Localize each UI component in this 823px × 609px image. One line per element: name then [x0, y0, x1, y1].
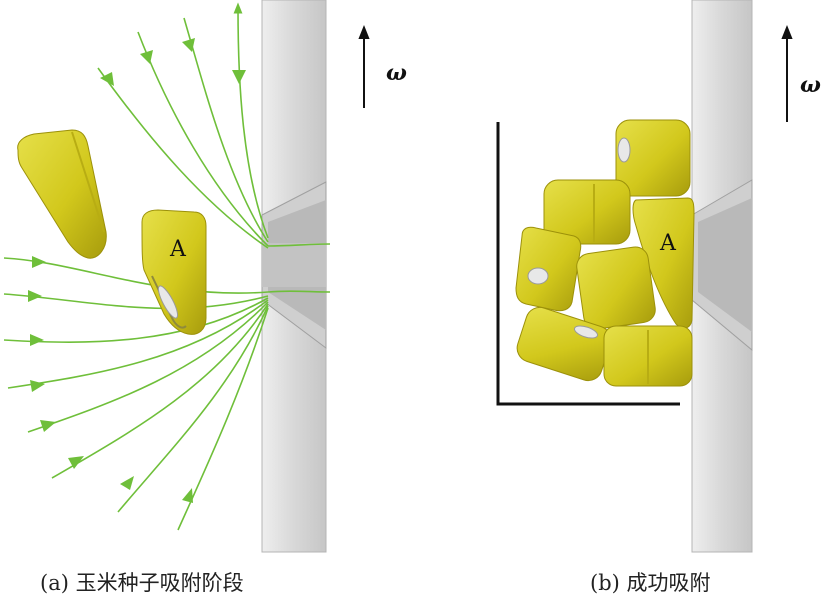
flow-arrow [232, 70, 246, 84]
seed-pile: A [515, 119, 695, 387]
streamline [97, 67, 269, 249]
seed-chamber-outline [496, 122, 680, 406]
streamline [7, 299, 269, 389]
streamline [51, 303, 269, 479]
omega-label-a: ω [386, 60, 407, 86]
caption-b: (b) 成功吸附 [590, 571, 711, 595]
corn-seed [576, 246, 656, 330]
flow-arrow [28, 290, 42, 302]
corn-seed [516, 306, 612, 382]
caption-a: (a) 玉米种子吸附阶段 [40, 571, 244, 595]
flow-arrow [182, 488, 193, 503]
flow-arrow [140, 50, 153, 64]
streamline [27, 301, 269, 433]
streamline [267, 290, 331, 293]
streamline [267, 243, 331, 247]
corn-seed: A [632, 197, 695, 329]
seed-plate-a [261, 0, 327, 553]
flow-arrow [100, 72, 114, 86]
corn-seed [603, 325, 693, 387]
streamline-arrows [28, 38, 246, 503]
streamline [3, 293, 269, 310]
corn-seed-free [17, 129, 107, 259]
corn-seed [515, 226, 582, 312]
omega-label-b: ω [800, 72, 821, 98]
corn-seed-a: A [141, 209, 207, 335]
seed-label-a: A [169, 237, 187, 262]
streamline [177, 307, 269, 531]
streamline [183, 17, 269, 243]
panel-b: ω A [496, 0, 821, 595]
streamline [233, 2, 269, 239]
streamline [117, 305, 269, 513]
flow-arrow [120, 476, 134, 490]
corn-seed [615, 119, 691, 197]
panel-a: ω [3, 0, 407, 595]
seed-plate-b [691, 0, 753, 553]
flow-arrow [30, 334, 44, 346]
seed-label-b: A [659, 231, 677, 256]
corn-seed [543, 179, 631, 245]
flow-arrow [68, 456, 84, 469]
flow-arrow [32, 256, 46, 268]
streamline [3, 257, 269, 294]
flow-arrow [40, 420, 56, 432]
flow-arrow [182, 38, 195, 52]
flow-arrow [30, 380, 45, 392]
